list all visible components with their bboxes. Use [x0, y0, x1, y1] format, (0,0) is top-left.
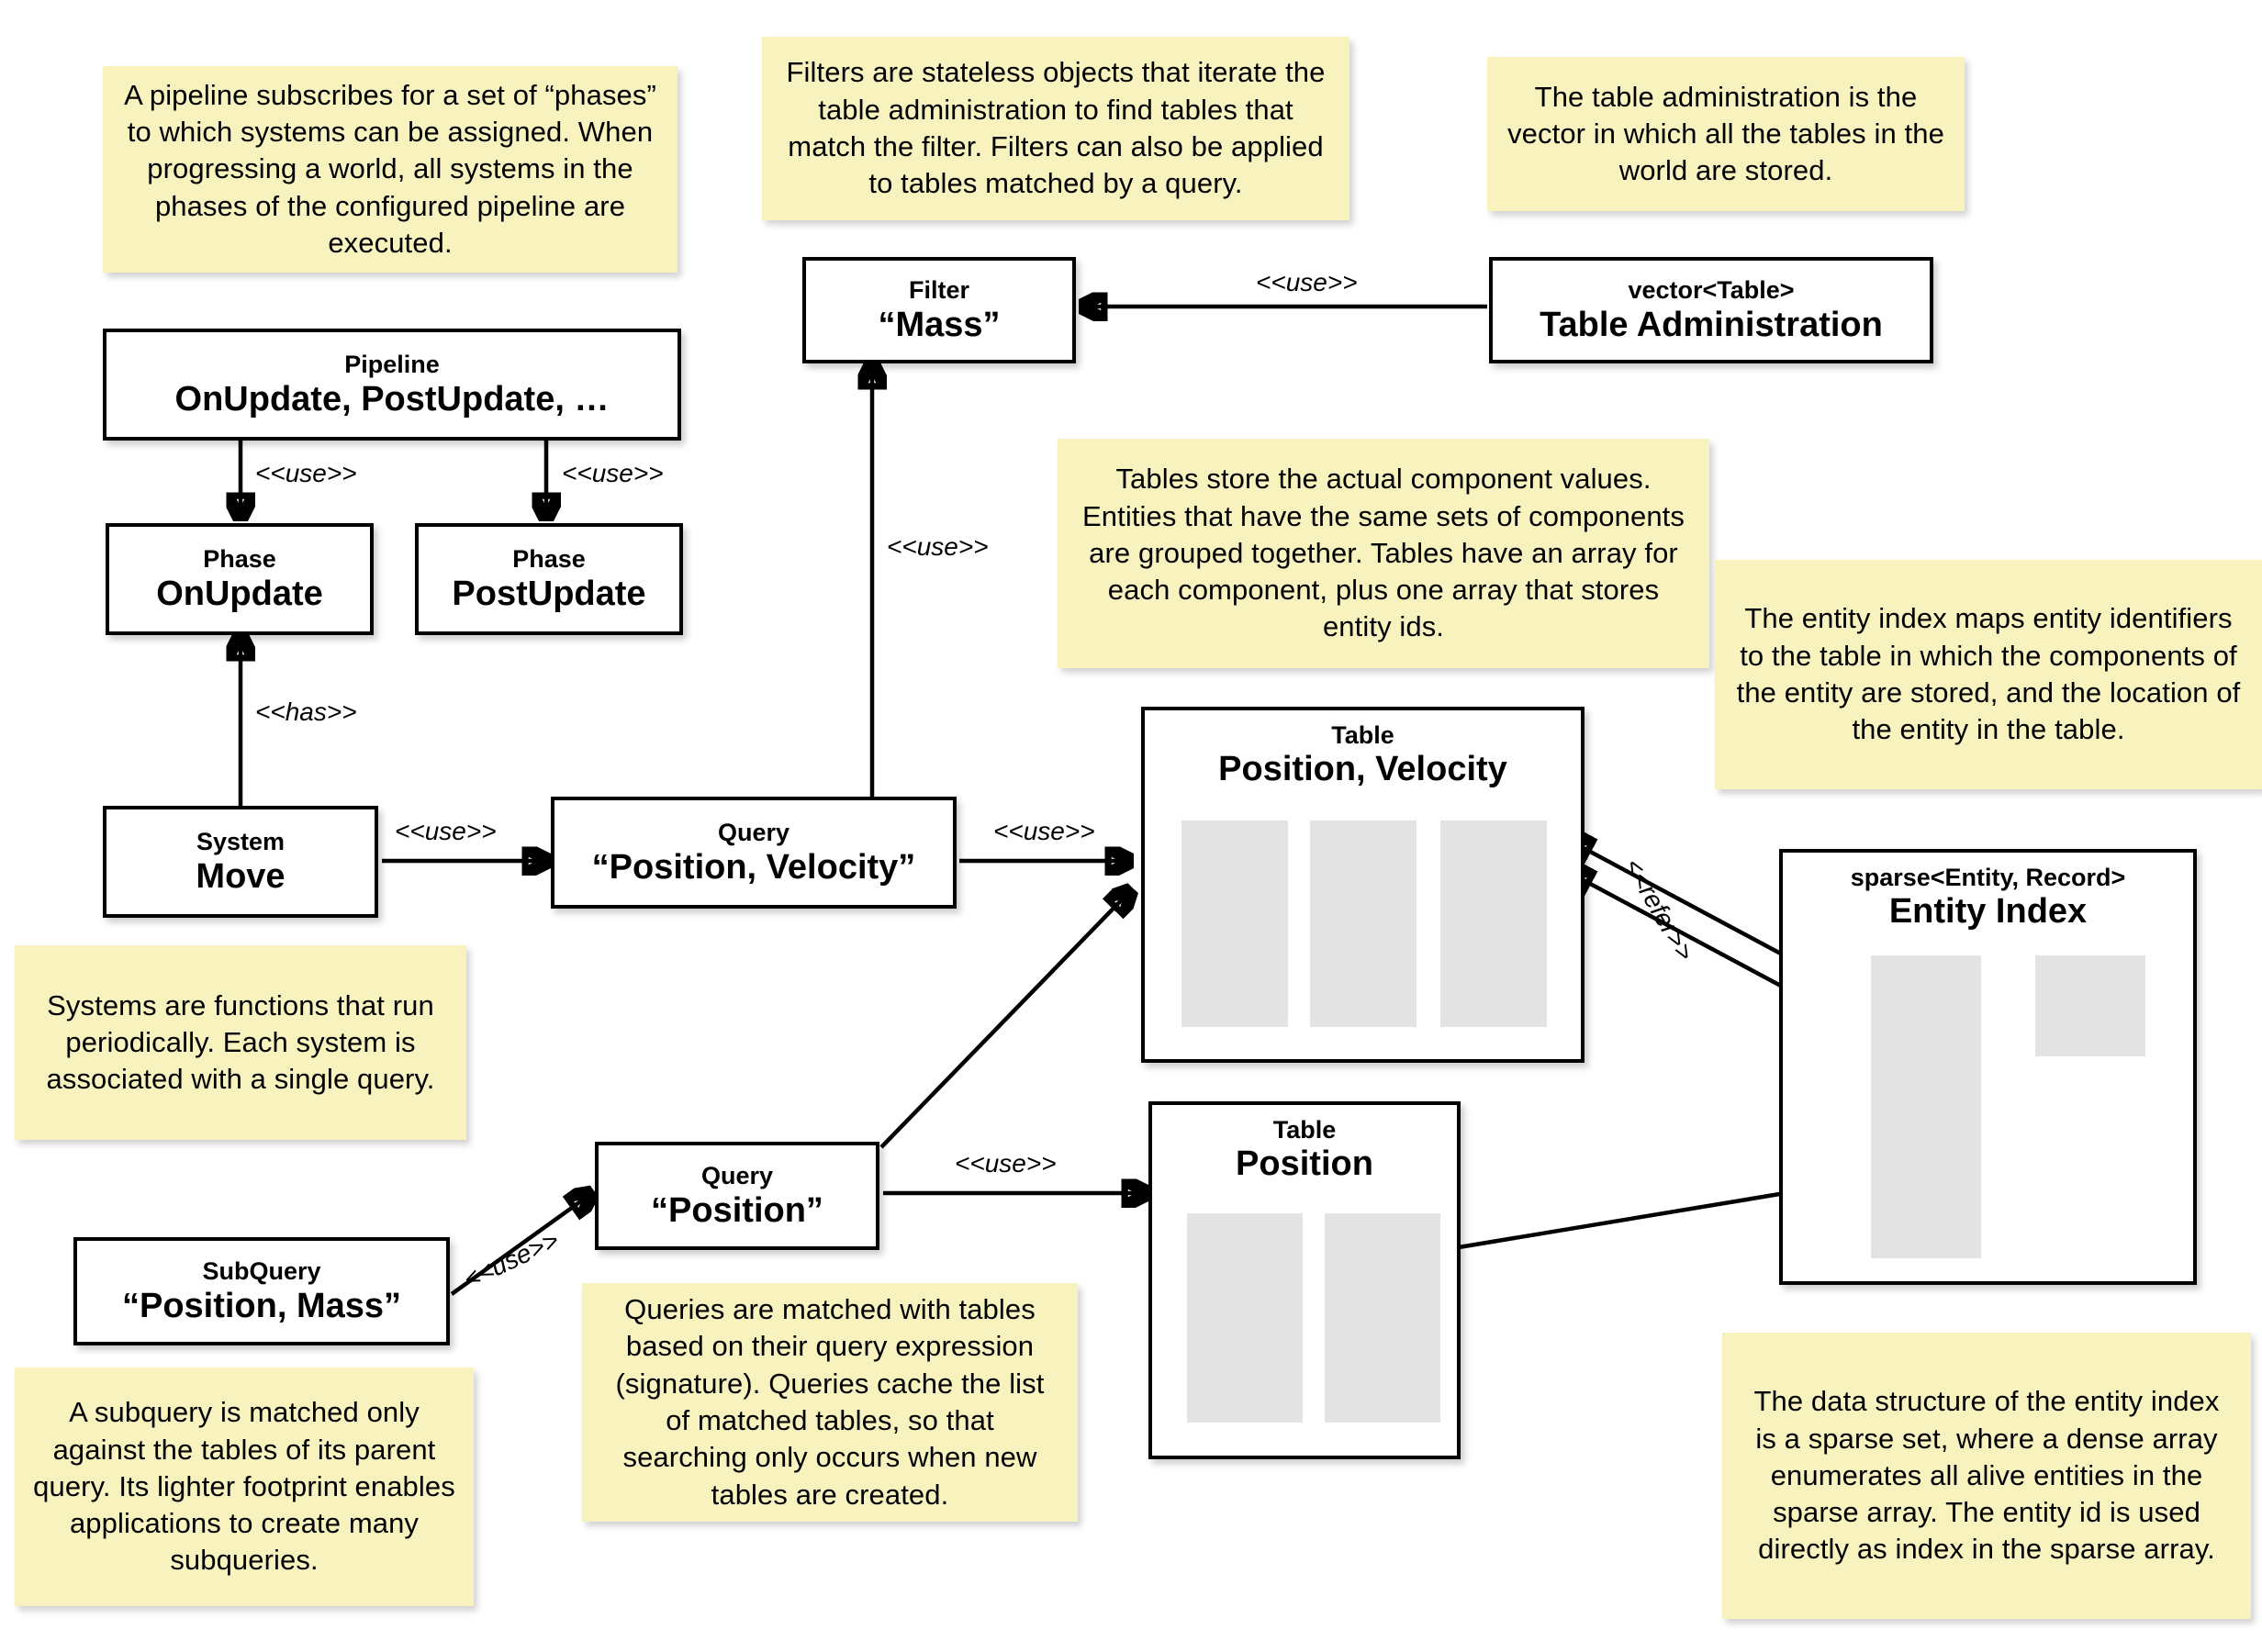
edge-label-query-uses-filter: <<use>>	[887, 532, 989, 561]
note-pipeline: A pipeline subscribes for a set of “phas…	[103, 66, 677, 273]
entity-index-header: sparse<Entity, Record> Entity Index	[1783, 853, 2193, 932]
edge-label-subquery-uses-query: <<use>>	[459, 1225, 564, 1295]
box-system-move[interactable]: System Move	[103, 806, 378, 918]
note-table-administration-text: The table administration is the vector i…	[1507, 80, 1944, 187]
box-subquery-name: “Position, Mass”	[121, 1286, 402, 1325]
box-table-position-name: Position	[1236, 1144, 1373, 1184]
note-table-text: Tables store the actual component values…	[1082, 463, 1685, 643]
table-column-3	[1440, 820, 1547, 1027]
note-pipeline-text: A pipeline subscribes for a set of “phas…	[124, 78, 656, 259]
note-entity-index: The entity index maps entity identifiers…	[1715, 560, 2262, 789]
table-column-2	[1310, 820, 1417, 1027]
box-table-position-stereotype: Table	[1272, 1116, 1337, 1144]
table-column-1	[1181, 820, 1288, 1027]
box-pipeline-name: OnUpdate, PostUpdate, …	[174, 379, 610, 419]
edge-label-pipeline-onupdate: <<use>>	[255, 459, 357, 487]
box-query-position-velocity-stereotype: Query	[717, 818, 790, 846]
box-subquery[interactable]: SubQuery “Position, Mass”	[73, 1237, 450, 1345]
edge-label-system-uses-query: <<use>>	[395, 817, 497, 845]
note-filter: Filters are stateless objects that itera…	[762, 37, 1349, 220]
edge-querypos-table-pv	[879, 890, 1131, 1149]
table-position-column-1	[1187, 1213, 1303, 1423]
entity-index-sparse-array	[1871, 955, 1981, 1258]
box-table-administration-name: Table Administration	[1540, 305, 1883, 344]
note-table-administration: The table administration is the vector i…	[1487, 57, 1965, 211]
box-filter-mass-name: “Mass”	[878, 305, 1001, 344]
note-subquery: A subquery is matched only against the t…	[15, 1367, 474, 1606]
note-query-text: Queries are matched with tables based on…	[615, 1293, 1045, 1511]
box-filter-mass-stereotype: Filter	[908, 275, 969, 304]
box-entity-index-name: Entity Index	[1888, 892, 2088, 932]
box-phase-onupdate-name: OnUpdate	[156, 574, 323, 613]
box-query-position[interactable]: Query “Position”	[595, 1142, 879, 1250]
box-phase-postupdate[interactable]: Phase PostUpdate	[415, 523, 683, 635]
note-sparse-set-text: The data structure of the entity index i…	[1753, 1385, 2220, 1566]
edge-label-tableadmin-uses-filter: <<use>>	[1256, 268, 1358, 296]
box-query-position-velocity[interactable]: Query “Position, Velocity”	[551, 797, 957, 909]
table-position-velocity-header: Table Position, Velocity	[1145, 710, 1581, 790]
edge-label-query-uses-table: <<use>>	[993, 817, 1095, 845]
edge-label-entityindex-refer-table: <<refer>>	[1618, 854, 1700, 966]
box-entity-index[interactable]: sparse<Entity, Record> Entity Index	[1779, 849, 2197, 1285]
box-phase-onupdate-stereotype: Phase	[203, 544, 276, 573]
box-phase-postupdate-stereotype: Phase	[512, 544, 586, 573]
note-system-text: Systems are functions that run periodica…	[46, 988, 435, 1096]
box-pipeline-stereotype: Pipeline	[344, 350, 440, 378]
note-subquery-text: A subquery is matched only against the t…	[33, 1396, 455, 1577]
box-subquery-stereotype: SubQuery	[202, 1256, 321, 1285]
note-table: Tables store the actual component values…	[1058, 439, 1709, 668]
box-entity-index-stereotype: sparse<Entity, Record>	[1850, 864, 2126, 891]
box-table-position-velocity-name: Position, Velocity	[1218, 750, 1507, 789]
box-table-administration-stereotype: vector<Table>	[1628, 275, 1795, 304]
box-phase-postupdate-name: PostUpdate	[452, 574, 646, 613]
entity-index-dense-array	[2035, 955, 2145, 1056]
box-query-position-velocity-name: “Position, Velocity”	[591, 847, 916, 887]
note-query: Queries are matched with tables based on…	[582, 1283, 1078, 1522]
edge-label-system-has-phase: <<has>>	[255, 698, 357, 726]
edge-label-querypos-uses-table: <<use>>	[955, 1149, 1057, 1178]
box-filter-mass[interactable]: Filter “Mass”	[802, 257, 1076, 363]
note-entity-index-text: The entity index maps entity identifiers…	[1736, 602, 2241, 746]
edge-label-pipeline-postupdate: <<use>>	[562, 459, 664, 487]
box-system-move-stereotype: System	[196, 827, 286, 855]
box-table-administration[interactable]: vector<Table> Table Administration	[1489, 257, 1933, 363]
box-query-position-name: “Position”	[651, 1190, 823, 1230]
note-filter-text: Filters are stateless objects that itera…	[786, 56, 1326, 200]
box-system-move-name: Move	[196, 856, 286, 896]
box-phase-onupdate[interactable]: Phase OnUpdate	[106, 523, 374, 635]
box-query-position-stereotype: Query	[700, 1161, 774, 1189]
box-table-position-velocity[interactable]: Table Position, Velocity	[1141, 707, 1585, 1063]
note-sparse-set: The data structure of the entity index i…	[1722, 1333, 2251, 1619]
box-pipeline[interactable]: Pipeline OnUpdate, PostUpdate, …	[103, 329, 681, 441]
box-table-position[interactable]: Table Position	[1148, 1101, 1461, 1459]
table-position-column-2	[1325, 1213, 1440, 1423]
table-position-header: Table Position	[1152, 1105, 1457, 1185]
box-table-position-velocity-stereotype: Table	[1331, 721, 1394, 749]
note-system: Systems are functions that run periodica…	[15, 945, 466, 1140]
